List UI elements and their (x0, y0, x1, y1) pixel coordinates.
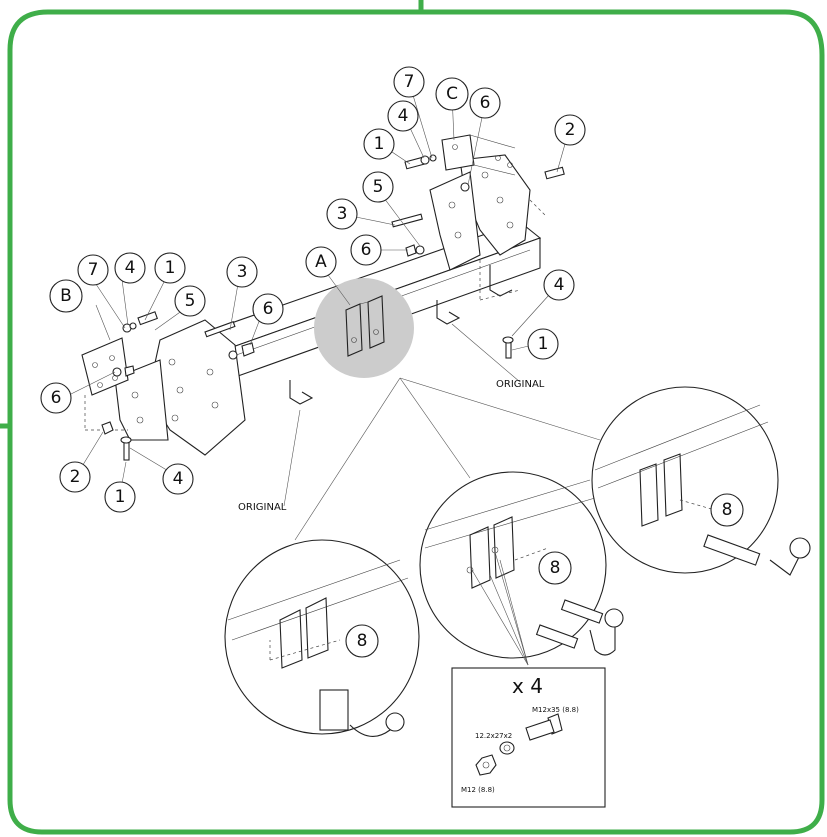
svg-text:3: 3 (337, 204, 348, 224)
svg-text:7: 7 (88, 260, 99, 280)
tow-ball-icon (789, 537, 811, 559)
washer-icon (499, 741, 515, 755)
svg-text:8: 8 (722, 500, 733, 520)
callout-7-left: 7 (77, 254, 109, 286)
right-fasteners (391, 154, 565, 359)
right-side-plate (429, 154, 546, 301)
svg-text:4: 4 (125, 258, 136, 278)
callout-8-left: 8 (345, 624, 379, 658)
callout-b: B (49, 279, 83, 313)
svg-text:3: 3 (237, 262, 248, 282)
svg-text:1: 1 (374, 134, 385, 154)
callout-4-left-bottom: 4 (162, 463, 194, 495)
tow-ball-icon (385, 712, 405, 732)
svg-text:1: 1 (538, 334, 549, 354)
tow-ball-icon (604, 608, 624, 628)
callout-6-right: 6 (350, 234, 382, 266)
callout-4-right-bottom: 4 (543, 269, 575, 301)
callout-3-left: 3 (226, 256, 258, 288)
callout-4-left-top: 4 (114, 252, 146, 284)
label-nut: M12 (8.8) (461, 786, 495, 794)
bolt-icon (525, 713, 563, 741)
svg-text:A: A (315, 252, 327, 272)
original-brackets (289, 265, 513, 405)
callout-8-right: 8 (710, 493, 744, 527)
nut-icon (475, 754, 497, 776)
svg-text:B: B (60, 286, 72, 306)
svg-text:5: 5 (185, 291, 196, 311)
callouts: B 7 4 1 3 5 6 6 2 4 1 A 7 C 6 4 1 2 5 3 … (40, 66, 744, 658)
callout-2-left: 2 (59, 461, 91, 493)
bracket-c (441, 134, 516, 176)
callout-1-left-bottom: 1 (104, 481, 136, 513)
svg-text:6: 6 (361, 240, 372, 260)
svg-text:1: 1 (165, 258, 176, 278)
zoom-detail-left (224, 539, 420, 737)
hardware-leaders (471, 551, 529, 666)
svg-text:6: 6 (263, 299, 274, 319)
callout-5-right: 5 (362, 171, 394, 203)
bracket-b (81, 337, 129, 431)
label-original-left: ORIGINAL (238, 502, 287, 513)
svg-text:6: 6 (51, 388, 62, 408)
svg-text:1: 1 (115, 487, 126, 507)
callout-1-left-top: 1 (154, 252, 186, 284)
detail-leaders (294, 377, 601, 541)
label-washer: 12.2x27x2 (475, 732, 512, 740)
svg-text:2: 2 (70, 467, 81, 487)
callout-6-right-top: 6 (469, 87, 501, 119)
callout-a: A (305, 246, 337, 278)
callout-2-right: 2 (554, 114, 586, 146)
label-original-right: ORIGINAL (496, 379, 545, 390)
zoom-detail-middle (419, 471, 624, 659)
svg-text:6: 6 (480, 93, 491, 113)
detail-a-highlight (314, 278, 414, 378)
callout-4-right-top: 4 (387, 100, 419, 132)
svg-text:8: 8 (357, 631, 368, 651)
callout-6-left-top: 6 (252, 293, 284, 325)
callout-6-left: 6 (40, 382, 72, 414)
left-side-plate (114, 319, 246, 456)
callout-1-right-top: 1 (363, 128, 395, 160)
svg-text:2: 2 (565, 120, 576, 140)
label-quantity: x 4 (512, 674, 543, 698)
svg-text:7: 7 (404, 72, 415, 92)
callout-8-middle: 8 (538, 551, 572, 585)
left-fasteners (101, 311, 255, 461)
callout-5-left: 5 (174, 285, 206, 317)
callout-1-right-bottom: 1 (527, 328, 559, 360)
callout-3-right: 3 (326, 198, 358, 230)
svg-text:4: 4 (173, 469, 184, 489)
svg-text:8: 8 (550, 558, 561, 578)
svg-text:4: 4 (398, 106, 409, 126)
svg-text:C: C (446, 84, 458, 104)
callout-c: C (435, 77, 469, 111)
callout-7-right: 7 (393, 66, 425, 98)
hardware-box (451, 667, 606, 808)
svg-text:4: 4 (554, 275, 565, 295)
zoom-detail-right (591, 386, 811, 576)
label-bolt: M12x35 (8.8) (532, 706, 579, 714)
svg-text:5: 5 (373, 177, 384, 197)
